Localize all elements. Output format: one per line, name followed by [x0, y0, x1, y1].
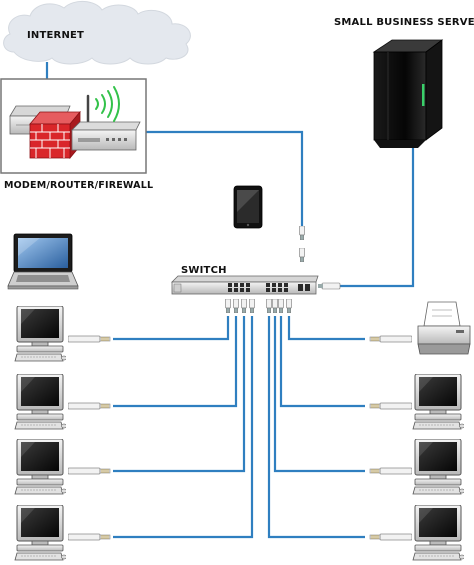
server-icon [372, 39, 444, 148]
switch-label: SWITCH [181, 265, 227, 276]
right-computers [412, 374, 464, 561]
server-label: SMALL BUSINESS SERVER [334, 17, 474, 28]
network-cable-icon [68, 533, 111, 541]
network-cable-icon [278, 299, 284, 313]
desktop-computer-icon [412, 374, 464, 430]
modem-icon [71, 94, 141, 151]
tablet-icon [233, 185, 263, 229]
cables [45, 62, 415, 539]
modem-router-firewall-group [0, 78, 147, 174]
cable-right-3 [273, 316, 365, 473]
network-cable-icon [369, 402, 412, 410]
cable-left-3 [113, 316, 246, 473]
network-cable-icon [241, 299, 247, 313]
cable-right-4 [267, 316, 365, 539]
network-cable-icon [299, 248, 305, 262]
cable-right-2 [279, 316, 365, 408]
network-cable-icon [369, 467, 412, 475]
desktop-computer-icon [14, 505, 66, 561]
desktop-computer-icon [412, 439, 464, 495]
server-cable [340, 148, 415, 288]
desktop-computer-icon [14, 374, 66, 430]
network-cable-icon [68, 402, 111, 410]
cable-left-2 [113, 316, 238, 408]
router-uplink-cable [146, 130, 304, 226]
network-cable-icon [369, 533, 412, 541]
network-cable-icon [272, 299, 278, 313]
network-cable-icon [266, 299, 272, 313]
network-cable-icon [286, 299, 292, 313]
desktop-computer-icon [14, 439, 66, 495]
network-cable-icon [249, 299, 255, 313]
desktop-computer-icon [412, 505, 464, 561]
network-cable-icon [225, 299, 231, 313]
network-cable-icon [68, 467, 111, 475]
network-cable-icon [68, 335, 111, 343]
cable-left-1 [113, 316, 230, 341]
laptop-icon [7, 233, 79, 290]
printer-icon [417, 301, 471, 355]
modem-router-firewall-label: MODEM/ROUTER/FIREWALL [4, 180, 154, 191]
desktop-computer-icon [14, 306, 66, 362]
switch-icon [171, 275, 319, 295]
internet-label: INTERNET [27, 30, 85, 41]
server-led [422, 84, 425, 106]
wifi-icon [95, 86, 120, 122]
server-plug [318, 282, 341, 290]
device-plugs [68, 335, 412, 541]
network-cable-icon [299, 226, 305, 240]
cable-right-1 [287, 316, 365, 341]
cable-left-4 [113, 316, 254, 539]
network-cable-icon [369, 335, 412, 343]
cloud-icon [3, 1, 191, 65]
left-computers [14, 306, 66, 561]
network-cable-icon [233, 299, 239, 313]
switch-plugs [225, 226, 305, 313]
